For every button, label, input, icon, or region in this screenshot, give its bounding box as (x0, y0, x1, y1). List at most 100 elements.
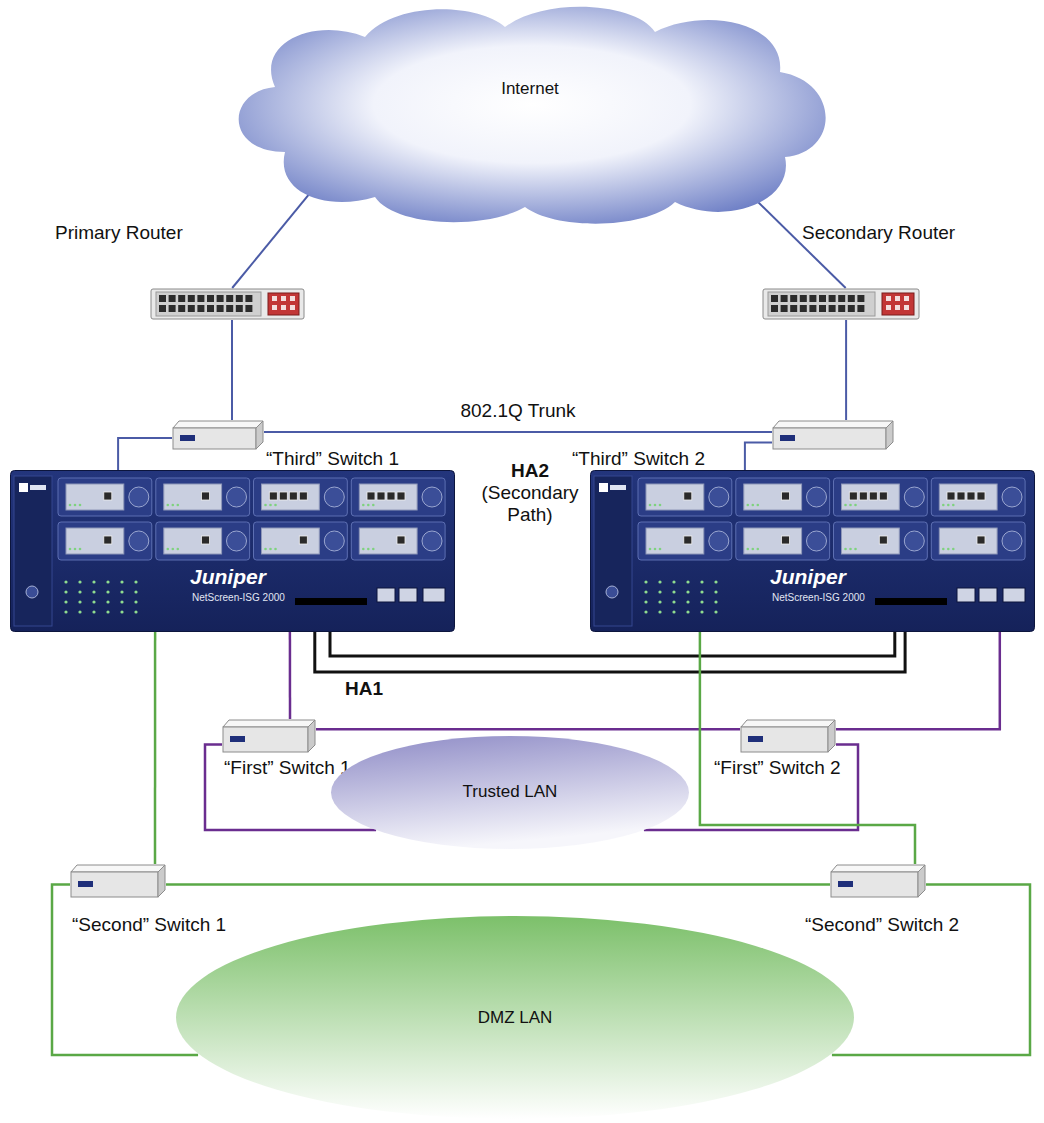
module-handle (324, 487, 344, 507)
node-label: Primary Router (55, 222, 183, 244)
status-led (757, 548, 760, 551)
network-port (977, 492, 985, 500)
status-led (177, 504, 180, 507)
node-label: Internet (225, 78, 835, 100)
module-panel (262, 528, 320, 554)
module-panel (646, 484, 704, 510)
router-port (245, 305, 252, 312)
panel-led (92, 600, 95, 603)
module-slot (834, 478, 928, 516)
router-port (819, 305, 826, 312)
router-red-block (268, 293, 299, 315)
device-logo-text: NetScreen-ISG 2000 (192, 592, 285, 604)
module-handle (129, 487, 149, 507)
switch: “Third” Switch 2 (772, 420, 894, 450)
status-led (747, 548, 750, 551)
module-panel (66, 484, 124, 510)
network-link (832, 884, 1030, 1055)
router-port (226, 305, 233, 312)
panel-led (92, 580, 95, 583)
router-port (857, 305, 864, 312)
network-port (947, 492, 955, 500)
router-port (169, 295, 176, 302)
status-led (372, 548, 375, 551)
status-led (264, 548, 267, 551)
link-label: HA1 (342, 678, 386, 700)
status-led (747, 504, 750, 507)
network-port (299, 492, 307, 500)
status-led (654, 504, 657, 507)
device-logo-text: Juniper (770, 566, 846, 588)
status-led (367, 548, 370, 551)
status-led (372, 504, 375, 507)
status-led (172, 548, 175, 551)
module-handle (807, 531, 827, 551)
panel-led (134, 580, 137, 583)
chassis-body (11, 471, 455, 632)
status-led (659, 548, 662, 551)
panel-led (120, 590, 123, 593)
switch-side (158, 865, 165, 897)
panel-led (134, 600, 137, 603)
connector-bar (295, 598, 367, 605)
internet-cloud: Internet (225, 2, 835, 230)
node-label: “Third” Switch 2 (572, 448, 705, 470)
panel-led (64, 610, 67, 613)
module-panel (842, 528, 900, 554)
module-slot (638, 478, 732, 516)
switch-front (773, 428, 886, 449)
module-slot (736, 478, 830, 516)
router-body (763, 289, 919, 319)
power-switch (26, 586, 38, 598)
panel-led (120, 600, 123, 603)
status-led (362, 548, 365, 551)
router-port (159, 295, 166, 302)
panel-led (686, 600, 689, 603)
router-port (178, 295, 185, 302)
panel-led (658, 580, 661, 583)
console-port (979, 588, 997, 602)
node-label: Secondary Router (802, 222, 955, 244)
router-port-panel (156, 292, 261, 316)
module-slot (156, 522, 250, 560)
lan-ellipse (331, 736, 689, 849)
router-port (790, 295, 797, 302)
lan-ellipse (176, 916, 854, 1119)
lan-ellipse: Trusted LAN (330, 735, 690, 850)
router-port (771, 305, 778, 312)
switch: “First” Switch 1 (222, 719, 316, 753)
status-led (274, 504, 277, 507)
network-port (397, 492, 405, 500)
status-led (649, 504, 652, 507)
network-link (52, 884, 198, 1055)
network-port (279, 492, 287, 500)
console-port (377, 588, 395, 602)
node-label: Trusted LAN (330, 781, 690, 803)
network-port (269, 492, 277, 500)
panel-led (92, 610, 95, 613)
switch-badge (780, 435, 795, 441)
router-red-port (272, 296, 277, 301)
status-led (947, 504, 950, 507)
switch-front (741, 727, 828, 752)
status-led (752, 504, 755, 507)
panel-led (134, 590, 137, 593)
network-link (154, 632, 157, 864)
module-panel (66, 528, 124, 554)
status-led (752, 548, 755, 551)
panel-led (64, 600, 67, 603)
panel-led (672, 580, 675, 583)
router-port (188, 305, 195, 312)
bezel-logo (610, 485, 626, 490)
node-label: “Second” Switch 2 (805, 914, 959, 936)
panel-led (658, 610, 661, 613)
module-slot (254, 522, 348, 560)
router-red-port (886, 296, 891, 301)
panel-led (644, 600, 647, 603)
console-port (957, 588, 975, 602)
panel-led (686, 580, 689, 583)
module-panel (164, 484, 222, 510)
status-led (947, 548, 950, 551)
cloud-shape (225, 2, 835, 230)
module-handle (227, 487, 247, 507)
